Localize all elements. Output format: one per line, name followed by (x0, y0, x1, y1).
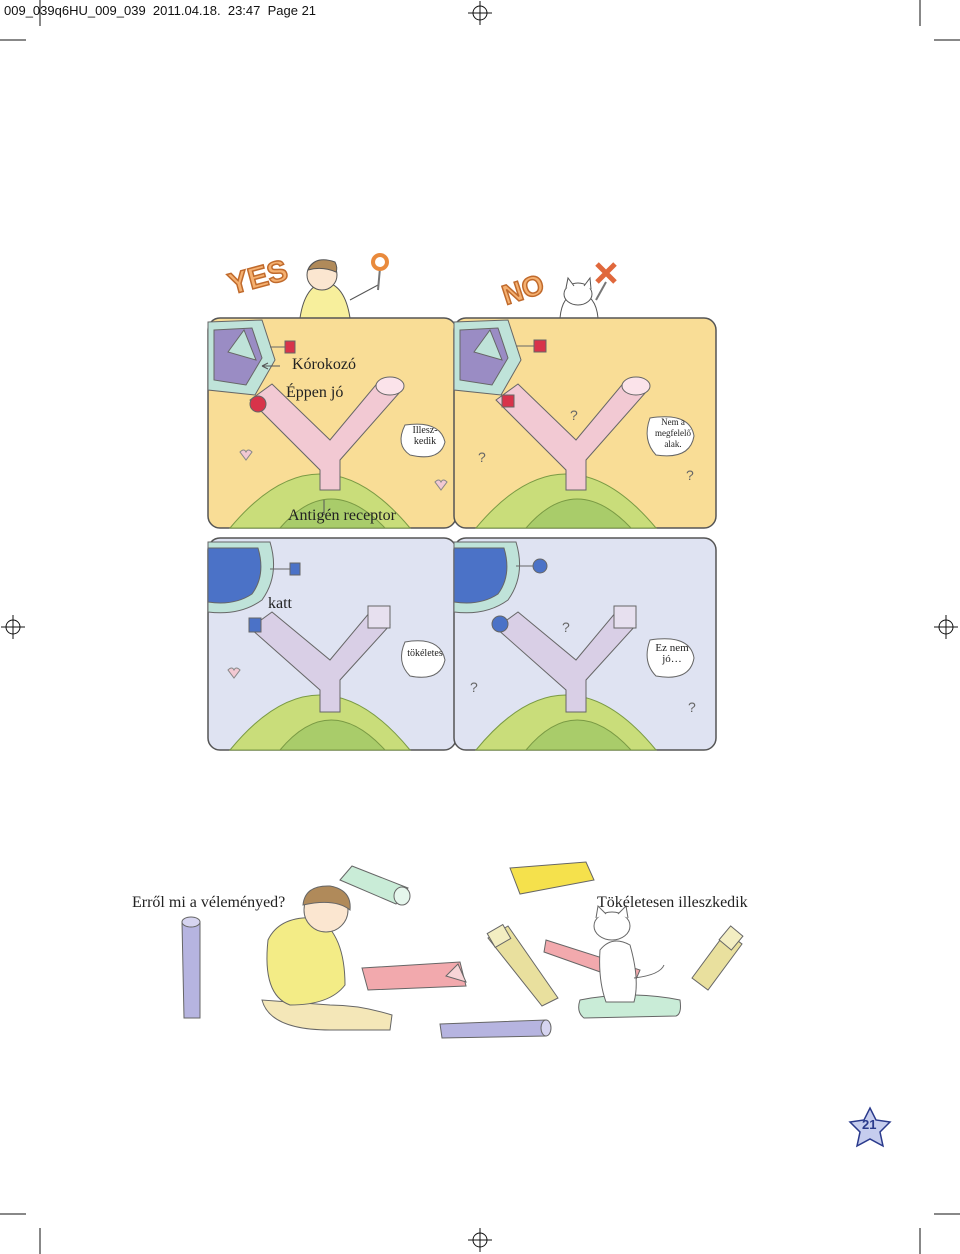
panel-top-right: ? ? ? (453, 317, 717, 529)
svg-text:?: ? (478, 449, 486, 465)
svg-text:?: ? (562, 619, 570, 635)
pathogen-label: Kórokozó (292, 356, 356, 373)
panel-top-left (207, 317, 457, 529)
svg-text:?: ? (570, 407, 578, 423)
perfect-speech-bubble: tökéletes (407, 648, 443, 659)
svg-text:?: ? (686, 467, 694, 483)
panel-bottom-left (207, 537, 457, 751)
print-slug-line: 009_039q6HU_009_039 2011.04.18. 23:47 Pa… (4, 3, 317, 18)
registration-mark-top (468, 1, 492, 25)
not-good-speech-bubble: Ez nem jó… (655, 642, 689, 665)
boy-sitting-with-tube (261, 885, 467, 1031)
boy-holding-yes-sign (299, 253, 389, 319)
svg-text:?: ? (470, 679, 478, 695)
scattered-tubes (181, 861, 744, 1039)
click-label: katt (268, 595, 292, 612)
registration-mark-bottom (468, 1228, 492, 1252)
yes-lettering: YES (225, 254, 292, 301)
panel-bottom-right: ? ? ? (453, 537, 717, 751)
question-caption: Erről mi a véleményed? (132, 894, 286, 911)
page-number: 21 (862, 1117, 877, 1132)
registration-mark-right (934, 615, 958, 639)
svg-text:?: ? (688, 699, 696, 715)
fits-speech-bubble: Illesz- kedik (412, 425, 438, 447)
antigen-receptor-label: Antigén receptor (288, 507, 396, 524)
wrong-shape-speech-bubble: Nem a megfelelő alak. (655, 417, 691, 449)
fits-label: Éppen jó (286, 384, 344, 401)
cat-on-tube (578, 904, 681, 1019)
cat-holding-no-sign (559, 262, 617, 319)
page-number-badge (848, 1106, 892, 1148)
answer-caption: Tökéletesen illeszkedik (597, 894, 748, 911)
registration-mark-left (1, 615, 25, 639)
no-lettering: NO (498, 268, 548, 310)
